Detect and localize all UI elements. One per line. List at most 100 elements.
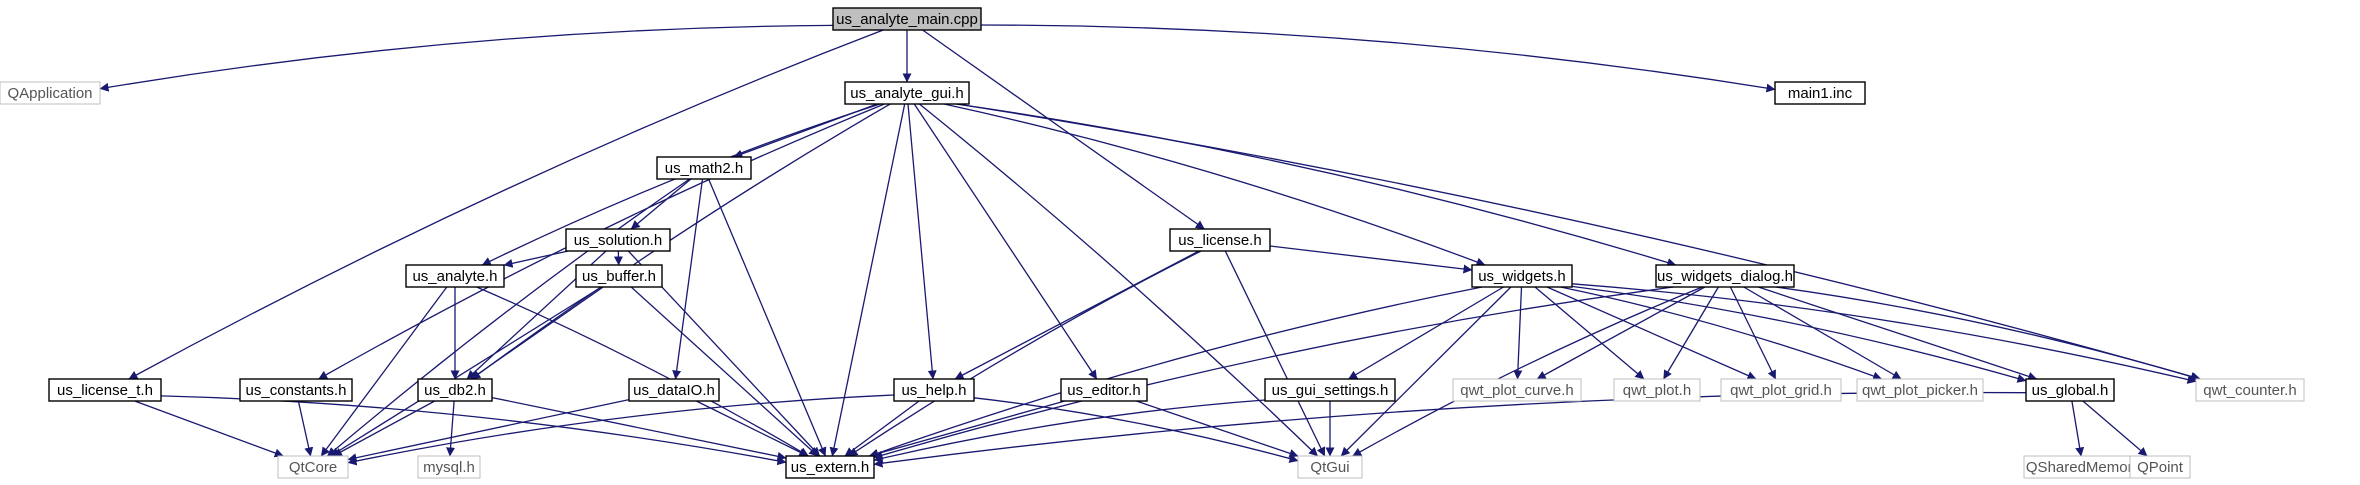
- edge-editor-to-extern: [868, 400, 1066, 459]
- node-box: [2025, 378, 2115, 402]
- node-box: [48, 378, 162, 402]
- edge-widgets-to-qwt_grid: [1546, 286, 1757, 380]
- node-label: us_global.h: [2032, 382, 2109, 399]
- edge-main-to-qapplication: [99, 24, 834, 92]
- node-guisettings[interactable]: us_gui_settings.h: [1264, 378, 1396, 402]
- edge-db2-to-qtcore: [332, 400, 436, 457]
- node-constants[interactable]: us_constants.h: [239, 378, 353, 402]
- edge-wdialog-to-qwt_plot: [1663, 286, 1719, 380]
- node-box: [1169, 228, 1271, 252]
- node-box: [656, 156, 752, 180]
- edge-buffer-to-extern: [630, 286, 819, 457]
- node-main[interactable]: us_analyte_main.cpp: [832, 7, 982, 31]
- edge-solution-to-analyte: [503, 250, 569, 268]
- edge-license-to-widgets: [1269, 245, 1473, 274]
- node-buffer[interactable]: us_buffer.h: [575, 264, 663, 288]
- node-box: [1264, 378, 1396, 402]
- edge-analyte-to-qtcore: [320, 286, 448, 457]
- node-label: us_widgets.h: [1478, 268, 1566, 285]
- node-box: [785, 455, 875, 479]
- node-label: us_license.h: [1178, 232, 1261, 249]
- edge-math2-to-dataio: [672, 178, 704, 380]
- edge-main-to-main1: [980, 24, 1776, 93]
- node-label: qwt_plot.h: [1623, 382, 1691, 399]
- node-wdialog[interactable]: us_widgets_dialog.h: [1655, 264, 1795, 288]
- edges-layer: [99, 24, 2201, 468]
- node-label: us_math2.h: [665, 160, 743, 177]
- node-label: us_constants.h: [246, 382, 347, 399]
- node-db2[interactable]: us_db2.h: [417, 378, 493, 402]
- node-box: [2129, 455, 2191, 479]
- node-analyte[interactable]: us_analyte.h: [405, 264, 505, 288]
- node-label: us_solution.h: [574, 232, 662, 249]
- node-box: [2195, 378, 2305, 402]
- node-qapplication: QApplication: [0, 81, 101, 105]
- node-global[interactable]: us_global.h: [2025, 378, 2115, 402]
- node-label: us_buffer.h: [582, 268, 656, 285]
- node-label: us_widgets_dialog.h: [1657, 268, 1793, 285]
- edge-constants-to-qtcore: [297, 400, 314, 457]
- node-extern[interactable]: us_extern.h: [785, 455, 875, 479]
- edge-wdialog-to-qwt_picker: [1743, 286, 1902, 380]
- edge-main-to-license_t: [128, 29, 884, 380]
- node-qwt-plot: qwt_plot.h: [1613, 378, 1701, 402]
- node-mysql: mysql.h: [417, 455, 481, 479]
- node-help[interactable]: us_help.h: [893, 378, 975, 402]
- node-label: us_gui_settings.h: [1272, 382, 1389, 399]
- edge-editor-to-qtgui: [1136, 400, 1299, 458]
- node-license-t[interactable]: us_license_t.h: [48, 378, 162, 402]
- edge-wdialog-to-extern: [873, 286, 1674, 460]
- edge-help-to-qtgui: [973, 397, 1299, 463]
- edge-gui-to-db2: [471, 103, 891, 380]
- node-dataio[interactable]: us_dataIO.h: [628, 378, 720, 402]
- edge-analyte-to-extern: [476, 286, 809, 457]
- edge-gui-to-qtgui: [918, 103, 1319, 457]
- edge-wdialog-to-qwt_grid: [1729, 286, 1777, 380]
- node-box: [893, 378, 975, 402]
- node-label: qwt_plot_picker.h: [1862, 382, 1978, 399]
- edge-license_t-to-extern: [160, 395, 787, 466]
- node-label: QSharedMemory: [2026, 459, 2141, 476]
- node-box: [628, 378, 720, 402]
- node-box: [1297, 455, 1363, 479]
- node-label: main1.inc: [1788, 85, 1853, 102]
- node-label: qwt_plot_grid.h: [1730, 382, 1832, 399]
- edge-widgets-to-guisettings: [1348, 286, 1504, 380]
- edge-math2-to-solution: [630, 178, 692, 230]
- node-license[interactable]: us_license.h: [1169, 228, 1271, 252]
- node-qtgui: QtGui: [1297, 455, 1363, 479]
- node-label: QPoint: [2137, 459, 2184, 476]
- edge-gui-to-editor: [913, 103, 1098, 380]
- node-gui[interactable]: us_analyte_gui.h: [844, 81, 970, 105]
- edge-db2-to-extern: [491, 396, 787, 461]
- node-label: us_db2.h: [424, 382, 486, 399]
- node-label: us_dataIO.h: [633, 382, 715, 399]
- node-label: QtCore: [289, 459, 337, 476]
- node-label: us_analyte.h: [412, 268, 497, 285]
- node-box: [565, 228, 671, 252]
- node-editor[interactable]: us_editor.h: [1060, 378, 1148, 402]
- edge-gui-to-wdialog: [956, 103, 1677, 267]
- node-solution[interactable]: us_solution.h: [565, 228, 671, 252]
- edge-wdialog-to-qwt_curve: [1536, 286, 1706, 380]
- edge-widgets-to-global: [1571, 285, 2027, 383]
- node-math2[interactable]: us_math2.h: [656, 156, 752, 180]
- edge-widgets-to-extern: [869, 286, 1483, 458]
- node-label: us_extern.h: [791, 459, 869, 476]
- node-main1[interactable]: main1.inc: [1774, 81, 1866, 105]
- node-box: [0, 81, 101, 105]
- node-box: [832, 7, 982, 31]
- node-box: [1774, 81, 1866, 105]
- edge-guisettings-to-extern: [873, 399, 1266, 463]
- edge-buffer-to-qtcore: [330, 286, 602, 457]
- edge-buffer-to-db2: [470, 286, 604, 380]
- node-label: us_analyte_gui.h: [850, 85, 963, 102]
- edge-gui-to-qwt_counter: [956, 103, 2201, 381]
- node-box: [575, 264, 663, 288]
- node-qwt-curve: qwt_plot_curve.h: [1452, 378, 1582, 402]
- edge-dataio-to-qtcore: [347, 398, 630, 463]
- node-label: us_analyte_main.cpp: [836, 11, 978, 28]
- node-widgets[interactable]: us_widgets.h: [1471, 264, 1573, 288]
